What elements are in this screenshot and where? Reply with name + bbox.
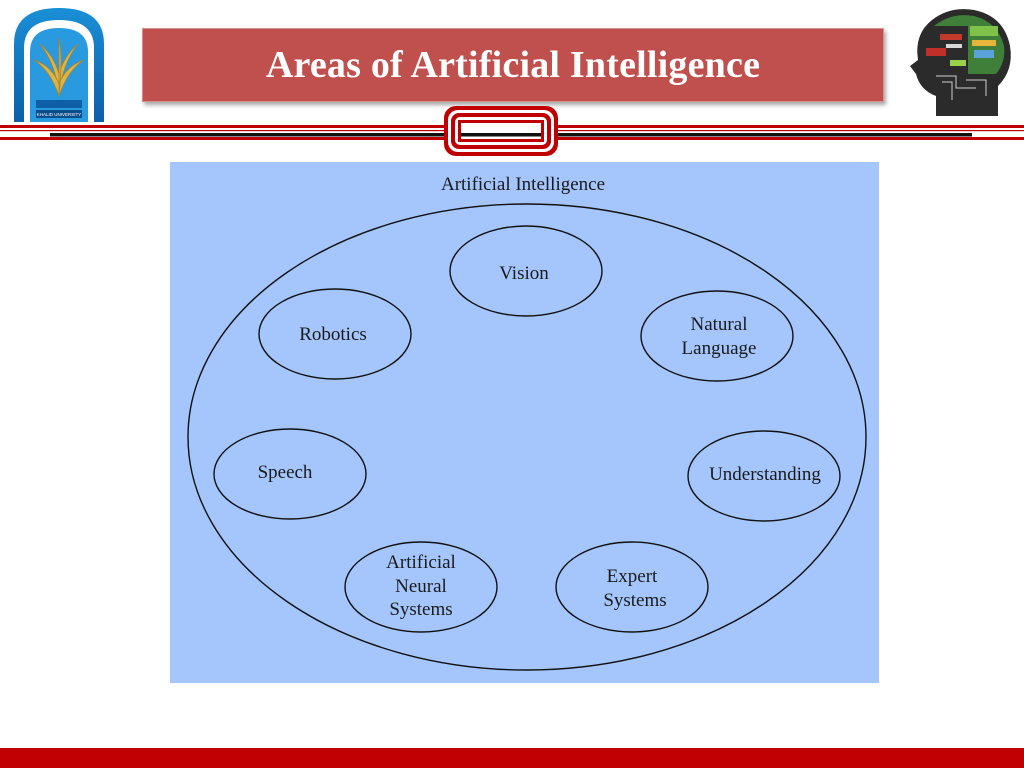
node-robotics: Robotics <box>258 288 412 380</box>
node-expert-systems: Expert Systems <box>555 541 709 633</box>
circuit-brain-head-icon <box>910 9 1011 116</box>
footer-bar <box>0 748 1024 768</box>
header-divider <box>0 106 1024 156</box>
node-label-line: Vision <box>499 263 549 284</box>
ai-head-logo <box>906 4 1016 122</box>
node-label-line: Speech <box>258 462 313 483</box>
university-emblem-icon: KHALID UNIVERSITY <box>14 8 104 122</box>
node-ellipse <box>640 290 794 382</box>
node-label-line: Natural <box>691 314 748 335</box>
outer-label: Artificial Intelligence <box>441 174 605 195</box>
page-title: Areas of Artificial Intelligence <box>265 44 761 86</box>
node-ellipse <box>687 430 841 522</box>
node-label-line: Expert <box>607 566 658 587</box>
node-label-line: Robotics <box>299 324 367 345</box>
node-ellipse <box>449 225 603 317</box>
node-ellipse <box>258 288 412 380</box>
ai-outer-ellipse <box>187 203 867 671</box>
node-natural-language: Natural Language <box>640 290 794 382</box>
node-vision: Vision <box>449 225 603 317</box>
node-label-line: Systems <box>389 599 452 620</box>
node-speech: Speech <box>213 428 367 520</box>
university-logo: KHALID UNIVERSITY <box>10 4 108 124</box>
center-ornament <box>444 106 558 156</box>
node-ellipse <box>344 541 498 633</box>
ai-areas-diagram: Artificial Intelligence Vision Natural L… <box>170 162 879 683</box>
svg-text:KHALID UNIVERSITY: KHALID UNIVERSITY <box>37 112 82 117</box>
node-label-line: Understanding <box>709 464 821 485</box>
node-label-line: Systems <box>603 590 666 611</box>
node-ellipse <box>555 541 709 633</box>
node-label-line: Neural <box>395 576 447 597</box>
node-ellipse <box>213 428 367 520</box>
node-label-line: Artificial <box>386 552 456 573</box>
node-label-line: Language <box>682 338 757 359</box>
diagram-canvas: Artificial Intelligence Vision Natural L… <box>187 174 867 671</box>
node-artificial-neural-systems: Artificial Neural Systems <box>344 541 498 633</box>
node-understanding: Understanding <box>687 430 841 522</box>
title-banner: Areas of Artificial Intelligence <box>142 28 884 102</box>
